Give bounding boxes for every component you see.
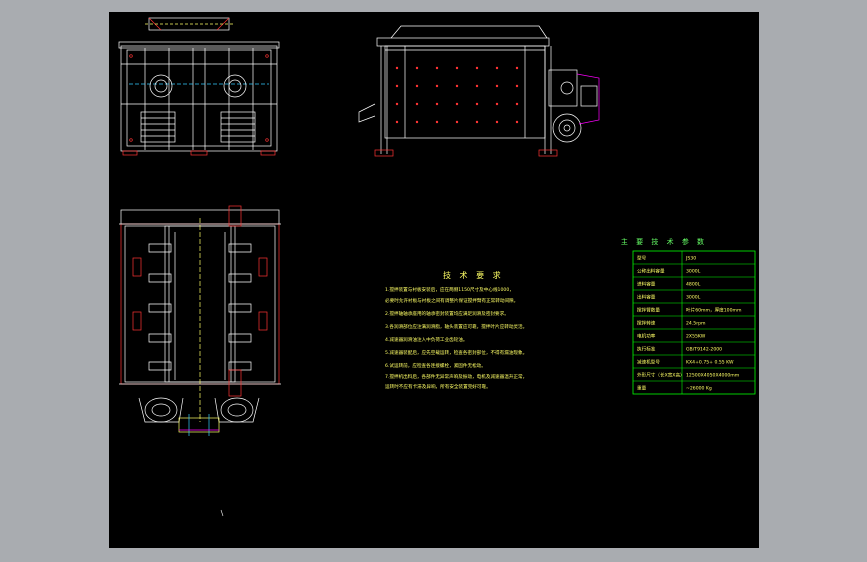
parameter-name: 重量: [637, 385, 647, 392]
tech-requirement-line: 必要时允许衬板与衬板之间有调整片保证搅拌臂有正常转动间隙。: [385, 297, 518, 304]
parameter-name: 搅拌转速: [637, 320, 656, 327]
liner-bolt: [495, 66, 499, 70]
liner-bolt: [435, 84, 439, 88]
liner-bolt: [495, 102, 499, 106]
liner-bolt: [475, 84, 479, 88]
tech-requirement-line: 4.减速器润滑油注入中负荷工业齿轮油。: [385, 336, 467, 343]
parameter-value: 24.5rpm: [686, 321, 706, 327]
liner-bolt: [515, 102, 519, 106]
liner-bolt: [515, 84, 519, 88]
cad-drawing: 技 术 要 求 1.搅拌装置与衬板安装后，应在两侧1150尺寸及中心线1000，…: [118, 17, 756, 517]
side-elevation-assembly: [358, 25, 600, 157]
parameter-value: GB/T9142-2000: [686, 347, 722, 353]
liner-bolt: [495, 120, 499, 124]
parameter-name: 减速机型号: [637, 359, 660, 366]
tech-requirement-line: 2.搅拌轴轴承座用的轴承密封装置均应满足润滑及密封要求。: [385, 310, 509, 317]
parameter-value: 3000L: [686, 269, 701, 275]
liner-bolt: [495, 84, 499, 88]
liner-bolt: [415, 84, 419, 88]
parameter-table-border: [632, 250, 756, 395]
end-view-assembly: [118, 17, 280, 156]
parameter-name: 执行标准: [637, 346, 656, 353]
parameter-table: 主 要 技 术 参 数 型号 JS30 公称出料容量 3000L 进料容量 4800L 出料…: [621, 237, 756, 395]
drawing-mark: [220, 509, 224, 517]
liner-bolt: [395, 66, 399, 70]
liner-bolt: [515, 66, 519, 70]
liner-bolt: [435, 102, 439, 106]
parameter-name: 公称出料容量: [637, 268, 665, 275]
tech-requirement-line: 运转时不应有卡滞及异响，所有安全装置完好可靠。: [385, 383, 491, 390]
plan-view-assembly: [119, 205, 281, 436]
technical-requirements: 技 术 要 求 1.搅拌装置与衬板安装后，应在两侧1150尺寸及中心线1000，…: [385, 270, 527, 390]
parameter-table-title: 主 要 技 术 参 数: [621, 237, 707, 246]
parameter-name: 电机功率: [637, 333, 656, 340]
parameter-name: 进料容量: [637, 281, 656, 288]
tech-requirements-title: 技 术 要 求: [443, 270, 504, 280]
parameter-value: 叶片60mm，厚度100mm: [686, 307, 742, 314]
tech-requirement-line: 1.搅拌装置与衬板安装后，应在两侧1150尺寸及中心线1000，: [385, 286, 514, 293]
parameter-name: 出料容量: [637, 294, 656, 301]
liner-bolt: [515, 120, 519, 124]
liner-bolt: [455, 102, 459, 106]
parameter-value: 2X55KW: [686, 334, 706, 340]
parameter-value: JS30: [685, 256, 696, 262]
tech-requirement-line: 5.减速器装配后，应先空载运转，检查各密封部位，不得有漏油现象。: [385, 349, 527, 356]
tech-requirement-line: 3.各润滑部位应注满润滑脂，轴头装置应可靠，搅拌叶片应转动灵活。: [385, 323, 527, 330]
liner-bolt: [475, 66, 479, 70]
liner-bolt: [435, 120, 439, 124]
parameter-name: 型号: [637, 255, 647, 262]
parameter-value: 3000L: [686, 295, 701, 301]
liner-bolt: [395, 84, 399, 88]
parameter-value: KX4+0.75+ 0.55 KW: [686, 360, 734, 366]
parameter-value: ~26000 Kg: [686, 386, 712, 392]
parameter-value: 12500X4050X4000mm: [686, 373, 740, 379]
liner-bolt: [415, 102, 419, 106]
liner-bolt: [395, 102, 399, 106]
parameter-name: 搅拌臂数量: [637, 307, 660, 314]
liner-bolt: [435, 66, 439, 70]
liner-bolt: [415, 120, 419, 124]
liner-bolt: [455, 66, 459, 70]
liner-bolt: [455, 120, 459, 124]
parameter-name: 外形尺寸（长X宽X高）: [637, 372, 685, 379]
liner-bolt: [415, 66, 419, 70]
tech-requirement-line: 7.搅拌机出料后，各部件无异常声响及振动，电机及减速器温升正常，: [385, 373, 527, 380]
liner-bolt: [455, 84, 459, 88]
tech-requirement-line: 6.试运转前，应检查各连接螺栓，紧固件无松动。: [385, 362, 486, 369]
parameter-grid: 型号 JS30 公称出料容量 3000L 进料容量 4800L 出料容量 3000L 搅拌臂数量…: [632, 250, 756, 395]
liner-bolt-pattern: [395, 66, 519, 124]
drawing-sheet: [109, 12, 759, 548]
liner-bolt: [395, 120, 399, 124]
parameter-value: 4800L: [686, 282, 701, 288]
liner-bolt: [475, 102, 479, 106]
liner-bolt: [475, 120, 479, 124]
